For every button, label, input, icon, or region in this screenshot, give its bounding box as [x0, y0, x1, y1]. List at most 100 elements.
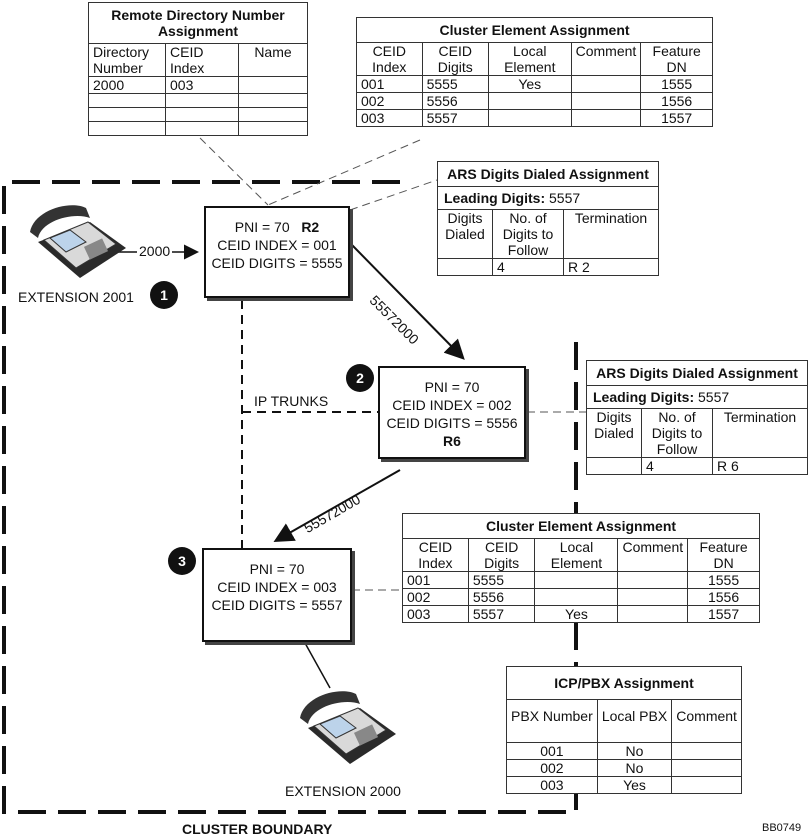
table-cell — [165, 93, 239, 108]
icp-pbx-table: ICP/PBX Assignment PBX Number Local PBX … — [506, 666, 742, 794]
column-header: Digits Dialed — [437, 209, 493, 259]
table-cell: 003 — [165, 76, 239, 94]
table-cell: 002 — [356, 92, 423, 110]
cluster-boundary-line — [2, 180, 578, 814]
leader-remote-dn — [199, 137, 269, 206]
node-pni: PNI = 70 — [249, 561, 305, 577]
table-cell: 4 — [641, 457, 713, 475]
table-cell — [570, 92, 642, 110]
table-cell — [534, 588, 619, 606]
table-cell — [586, 457, 642, 475]
table-row: 2000 003 — [88, 76, 308, 94]
column-header: CEID Index — [402, 538, 469, 572]
ip-trunks-label: IP TRUNKS — [254, 393, 329, 409]
table-cell: 003 — [506, 776, 598, 794]
phone-icon — [30, 205, 126, 278]
column-header: Name — [238, 43, 308, 77]
column-header: Feature DN — [687, 538, 760, 572]
node-pni: PNI = 70 — [424, 379, 480, 395]
table-cell — [437, 258, 493, 276]
phone-icon — [300, 691, 396, 764]
table-cell: 5557 — [467, 605, 536, 623]
table-cell: 002 — [402, 588, 469, 606]
step-badge-3: 3 — [168, 547, 196, 575]
table-title: ARS Digits Dialed Assignment — [437, 161, 659, 187]
cluster-element-table-bottom: Cluster Element Assignment CEID Index CE… — [402, 513, 760, 623]
leading-digits-label: Leading Digits: — [444, 190, 546, 206]
node-ceid-digits: CEID DIGITS = 5556 — [386, 415, 518, 431]
figure-id: BB0749 — [762, 822, 802, 834]
table-cell: 4 — [492, 258, 564, 276]
table-cell: 5556 — [421, 92, 489, 110]
column-header: CEID Index — [356, 42, 423, 76]
column-header: CEID Digits — [421, 42, 489, 76]
table-title: ARS Digits Dialed Assignment — [586, 360, 808, 386]
table-cell: 5557 — [421, 109, 489, 127]
route-arrow-1 — [351, 244, 465, 360]
step-badge-2: 2 — [346, 364, 374, 392]
table-cell: 001 — [356, 75, 423, 93]
table-cell — [671, 742, 742, 760]
table-cell — [238, 76, 308, 94]
cluster-element-table-top: Cluster Element Assignment CEID Index CE… — [356, 17, 713, 127]
leading-digits-value: 5557 — [549, 190, 581, 206]
column-header: Local PBX — [596, 699, 673, 743]
table-cell — [165, 107, 239, 122]
column-header: Directory Number — [88, 43, 166, 77]
column-header: Comment — [671, 699, 742, 743]
node-ceid-index: CEID INDEX = 003 — [217, 579, 337, 595]
table-cell — [487, 109, 572, 127]
table-cell: No — [596, 759, 673, 777]
table-cell: Yes — [487, 75, 572, 93]
table-cell: 001 — [506, 742, 598, 760]
ars-table-1: ARS Digits Dialed Assignment Leading Dig… — [437, 161, 659, 276]
table-cell — [671, 759, 742, 777]
column-header: Local Element — [534, 538, 619, 572]
table-cell — [88, 107, 166, 122]
column-header: No. of Digits to Follow — [641, 408, 713, 458]
extension-2000-label: EXTENSION 2000 — [285, 783, 401, 799]
table-cell: 5555 — [467, 571, 536, 589]
extension-2001-label: EXTENSION 2001 — [18, 289, 134, 305]
leader-cluster-top — [267, 139, 421, 206]
table-cell — [238, 93, 308, 108]
table-cell: 1556 — [640, 92, 713, 110]
column-header: Termination — [563, 209, 659, 259]
cluster-boundary-label: CLUSTER BOUNDARY — [182, 821, 333, 837]
node-ceid-index: CEID INDEX = 002 — [392, 397, 512, 413]
table-title: ICP/PBX Assignment — [506, 666, 742, 700]
node-route: R6 — [443, 433, 461, 449]
column-header: PBX Number — [506, 699, 598, 743]
table-title: Cluster Element Assignment — [356, 17, 713, 43]
table-cell — [534, 571, 619, 589]
table-cell: 1555 — [640, 75, 713, 93]
column-header: Comment — [570, 42, 642, 76]
table-cell: No — [596, 742, 673, 760]
table-title: Cluster Element Assignment — [402, 513, 760, 539]
node-route: R2 — [301, 219, 320, 235]
table-cell: 5556 — [467, 588, 536, 606]
table-cell: 002 — [506, 759, 598, 777]
ext2000-link — [304, 642, 331, 689]
table-cell — [88, 93, 166, 108]
table-cell: R 6 — [712, 457, 808, 475]
column-header: Comment — [617, 538, 689, 572]
table-cell — [671, 776, 742, 794]
cluster-node-1: PNI = 70 R2 CEID INDEX = 001 CEID DIGITS… — [204, 206, 350, 298]
leader-ars1 — [349, 179, 438, 211]
table-cell: 001 — [402, 571, 469, 589]
column-header: Feature DN — [640, 42, 713, 76]
table-row — [88, 121, 308, 136]
table-title: Remote Directory Number Assignment — [88, 2, 308, 44]
leading-digits-value: 5557 — [698, 389, 730, 405]
table-cell — [617, 588, 689, 606]
